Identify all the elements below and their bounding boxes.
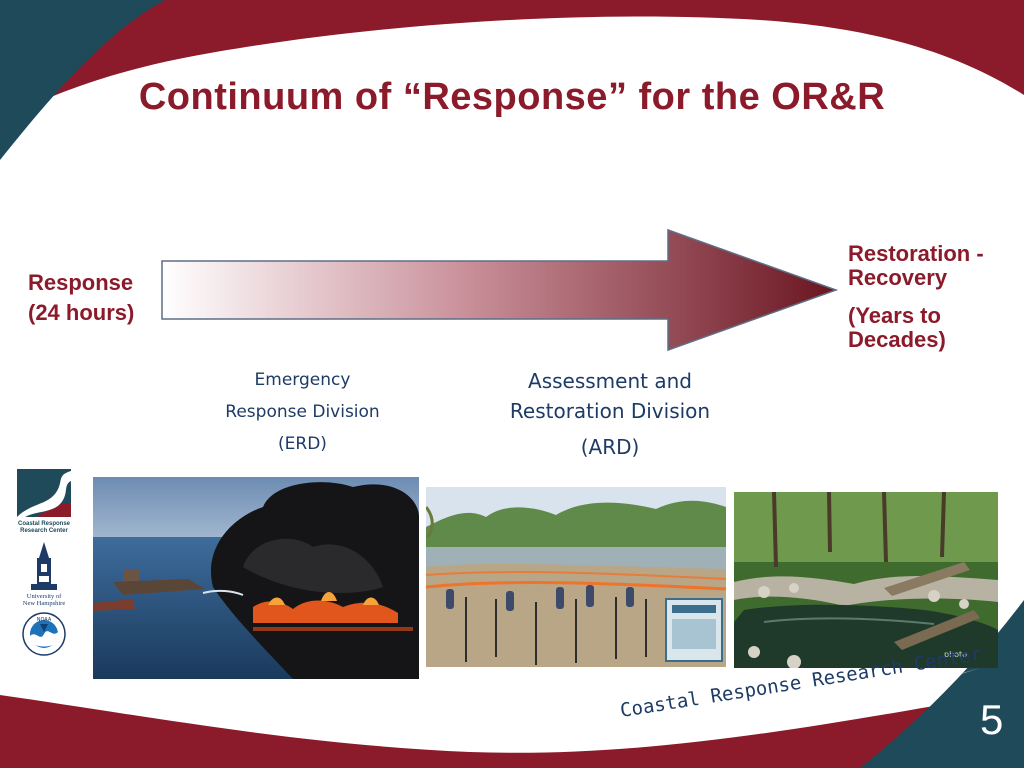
response-label: Response (24 hours) bbox=[28, 268, 134, 328]
unh-logo: University of New Hampshire bbox=[23, 542, 66, 607]
crrc-logo: Coastal Response Research Center bbox=[17, 469, 71, 534]
crrc-logo-line1: Coastal Response bbox=[18, 521, 71, 527]
page-number: 5 bbox=[980, 696, 1004, 743]
continuum-arrow bbox=[161, 228, 839, 352]
crrc-logo-line2: Research Center bbox=[20, 528, 68, 534]
slide-title: Continuum of “Response” for the OR&R bbox=[138, 76, 886, 118]
noaa-logo-text: NOAA bbox=[37, 617, 52, 623]
ard-label-line1: Assessment and bbox=[528, 369, 692, 393]
unh-logo-line2: New Hampshire bbox=[23, 600, 66, 607]
erd-label-line3: (ERD) bbox=[278, 434, 327, 454]
erd-label-line2: Response Division bbox=[225, 402, 380, 422]
restoration-label: Restoration - Recovery (Years to Decades… bbox=[848, 242, 1018, 366]
noaa-logo: NOAA bbox=[22, 612, 66, 656]
unh-logo-line1: University of bbox=[27, 593, 62, 600]
erd-label-line1: Emergency bbox=[254, 370, 351, 390]
restoration-label-line3: (Years to bbox=[848, 303, 941, 328]
response-label-line2: (24 hours) bbox=[28, 300, 135, 325]
restoration-label-line1: Restoration - bbox=[848, 241, 984, 266]
restoration-label-line4: Decades) bbox=[848, 327, 946, 352]
ard-label-line2: Restoration Division bbox=[509, 399, 711, 423]
ard-label-line3: (ARD) bbox=[580, 435, 640, 459]
restoration-work-photo bbox=[426, 487, 726, 667]
recovered-stream-photo bbox=[734, 492, 998, 668]
restoration-label-line2: Recovery bbox=[848, 265, 948, 290]
response-label-line1: Response bbox=[28, 270, 134, 295]
erd-label: Emergency Response Division (ERD) bbox=[200, 364, 405, 460]
ard-label: Assessment and Restoration Division (ARD… bbox=[480, 366, 740, 462]
oil-spill-fire-photo bbox=[93, 477, 419, 679]
photo-credit: photo bbox=[944, 650, 968, 659]
